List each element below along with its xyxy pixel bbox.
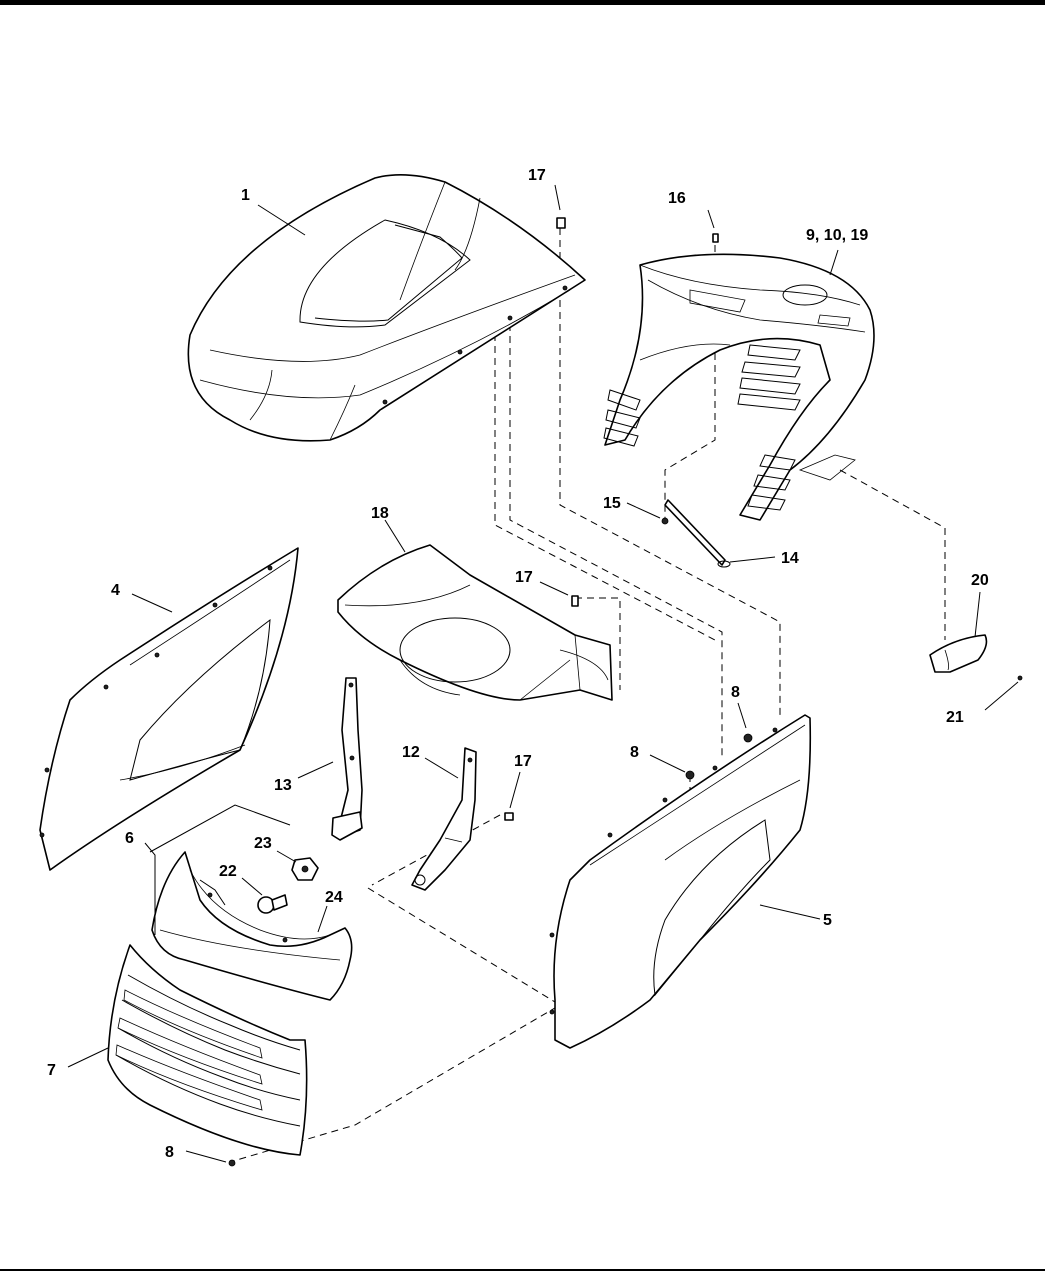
callout-8-middle: 8 bbox=[630, 744, 639, 761]
callout-7: 7 bbox=[47, 1062, 56, 1079]
bottom-rule bbox=[0, 1269, 1045, 1271]
callout-18: 18 bbox=[371, 505, 389, 522]
callout-16: 16 bbox=[668, 190, 686, 207]
hood-top-part bbox=[187, 174, 586, 442]
callout-1: 1 bbox=[241, 187, 250, 204]
left-bracket-part bbox=[331, 677, 363, 841]
right-side-panel-part bbox=[549, 714, 812, 1049]
callout-9-10-19: 9, 10, 19 bbox=[806, 227, 868, 244]
center-shroud-part bbox=[337, 544, 613, 701]
nut-part bbox=[291, 857, 319, 881]
callout-17-top: 17 bbox=[528, 167, 546, 184]
leader-lines bbox=[67, 184, 1019, 1163]
callout-5: 5 bbox=[823, 912, 832, 929]
callout-8-right: 8 bbox=[731, 684, 740, 701]
callout-13: 13 bbox=[274, 777, 292, 794]
callout-8-bottom: 8 bbox=[165, 1144, 174, 1161]
callout-12: 12 bbox=[402, 744, 420, 761]
callout-21: 21 bbox=[946, 709, 964, 726]
front-grille-part bbox=[107, 944, 308, 1156]
top-rule bbox=[0, 0, 1045, 5]
callout-14: 14 bbox=[781, 550, 799, 567]
callout-22: 22 bbox=[219, 863, 237, 880]
left-side-panel-part bbox=[39, 547, 299, 871]
right-bracket-part bbox=[411, 747, 477, 891]
callout-23: 23 bbox=[254, 835, 272, 852]
fasteners bbox=[228, 217, 1023, 1167]
callout-4: 4 bbox=[111, 582, 120, 599]
callout-17-bracket: 17 bbox=[514, 753, 532, 770]
bolt-part bbox=[257, 894, 288, 914]
knob-part bbox=[929, 634, 988, 673]
dash-panel-part bbox=[603, 253, 875, 521]
callout-17-middle: 17 bbox=[515, 569, 533, 586]
callout-labels: 1 17 16 9, 10, 19 15 14 18 17 4 20 8 21 … bbox=[47, 167, 989, 1161]
support-rod-part bbox=[664, 499, 731, 568]
callout-20: 20 bbox=[971, 572, 989, 589]
callout-15: 15 bbox=[603, 495, 621, 512]
callout-24: 24 bbox=[325, 889, 343, 906]
callout-6: 6 bbox=[125, 830, 134, 847]
bumper-part bbox=[151, 851, 353, 1001]
